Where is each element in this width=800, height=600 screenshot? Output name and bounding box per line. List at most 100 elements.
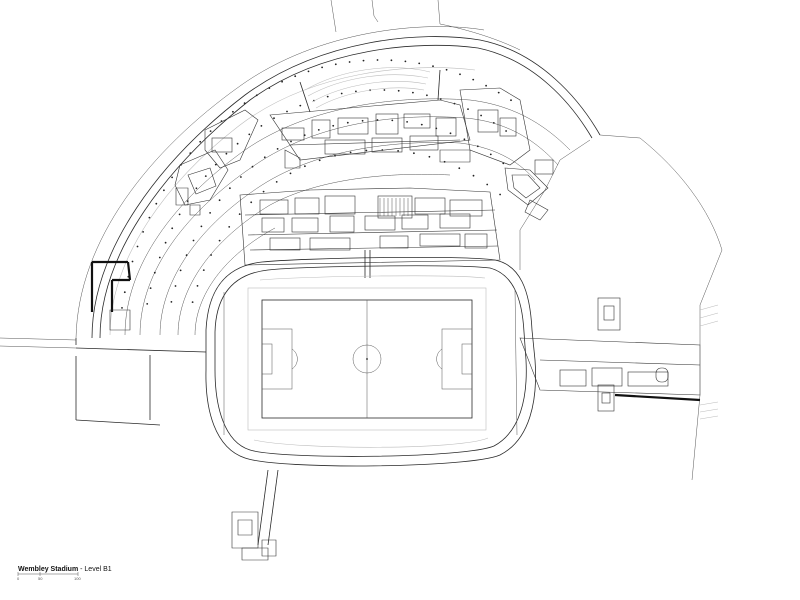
column-dot — [290, 140, 292, 143]
column-dot — [170, 301, 173, 303]
column-dot — [418, 62, 421, 65]
column-dot — [260, 125, 263, 127]
column-dot — [146, 303, 149, 305]
column-dot — [445, 68, 448, 71]
column-dot — [355, 90, 357, 93]
column-dot — [142, 231, 145, 233]
column-dot — [248, 133, 251, 136]
column-dot — [149, 287, 152, 289]
column-dot — [346, 121, 349, 124]
column-dot — [171, 227, 174, 230]
column-dot — [489, 153, 492, 156]
column-dot — [273, 117, 275, 120]
top-access-roads — [330, 0, 521, 51]
column-dot — [199, 140, 202, 143]
column-dot — [472, 174, 475, 177]
column-dot — [432, 65, 434, 68]
column-dot — [383, 89, 386, 91]
column-dot — [294, 75, 297, 78]
column-dot — [286, 110, 288, 113]
column-dot — [499, 193, 501, 196]
column-dot — [136, 245, 139, 248]
column-dot — [164, 241, 167, 244]
scale-label-0: 0 — [17, 576, 20, 581]
east-wing — [519, 297, 719, 420]
north-west-block — [174, 109, 259, 216]
column-dot — [340, 92, 343, 95]
column-dot — [225, 152, 228, 155]
column-dot — [163, 189, 165, 192]
caption-title: Wembley Stadium — [18, 566, 79, 573]
column-dot — [229, 187, 231, 190]
column-dot — [263, 156, 266, 159]
column-dot — [289, 172, 292, 175]
column-dot — [262, 190, 265, 193]
column-dot — [275, 181, 278, 183]
north-service-block — [269, 99, 471, 169]
column-dot — [189, 152, 192, 155]
column-dot — [391, 119, 394, 122]
inner-service-north — [239, 187, 501, 278]
column-dot — [243, 102, 246, 104]
column-dot — [171, 176, 174, 179]
column-dot — [276, 148, 279, 150]
column-dot — [334, 63, 337, 66]
column-dot — [362, 59, 365, 62]
column-dot — [349, 151, 352, 154]
column-dot — [185, 254, 188, 257]
column-dot — [463, 138, 466, 141]
column-dot — [397, 89, 400, 92]
column-dot — [240, 176, 242, 178]
column-dot — [255, 94, 258, 97]
column-dot — [505, 130, 507, 132]
column-dot — [236, 142, 239, 145]
column-dot — [195, 187, 198, 190]
column-dot — [204, 175, 207, 178]
column-dot — [307, 70, 310, 73]
caption-separator: - — [78, 566, 85, 573]
column-dot — [510, 99, 512, 102]
west-wing — [0, 260, 207, 426]
column-dot — [304, 165, 306, 168]
column-dot — [467, 108, 469, 110]
column-dot — [426, 94, 428, 97]
column-dot — [131, 260, 134, 263]
column-dot — [214, 163, 217, 166]
column-dot — [420, 123, 423, 126]
circulation-rings — [109, 67, 571, 336]
column-dot — [413, 152, 415, 155]
column-dot — [497, 91, 500, 94]
column-dot — [412, 91, 414, 94]
column-dot — [397, 150, 399, 152]
column-dot — [268, 87, 271, 89]
column-dot — [218, 239, 221, 242]
plan-caption: Wembley Stadium - Level B1 — [18, 566, 112, 573]
caption-level: Level B1 — [84, 566, 112, 573]
column-dot — [178, 213, 181, 216]
column-dot — [299, 104, 302, 107]
north-stand-tiers — [299, 67, 441, 113]
column-dot — [209, 212, 212, 214]
column-dot — [123, 291, 126, 294]
column-dot — [191, 301, 194, 303]
column-dot — [228, 226, 231, 228]
column-dot — [472, 78, 475, 81]
column-dot — [406, 121, 408, 123]
column-dot — [439, 98, 442, 100]
south-access — [231, 469, 279, 561]
stadium-bowl — [205, 256, 536, 467]
column-dot — [332, 124, 335, 127]
column-dot — [459, 73, 461, 76]
column-dot — [209, 130, 212, 133]
column-dot — [200, 225, 203, 228]
column-dot — [281, 80, 283, 83]
column-dot — [365, 149, 368, 152]
column-dot — [179, 269, 182, 272]
scale-bar — [17, 572, 79, 576]
scale-label-50: 50 — [38, 576, 43, 581]
column-dot — [458, 167, 461, 170]
column-dot — [476, 145, 479, 148]
outer-boundary — [75, 26, 601, 345]
column-dot — [210, 254, 213, 256]
